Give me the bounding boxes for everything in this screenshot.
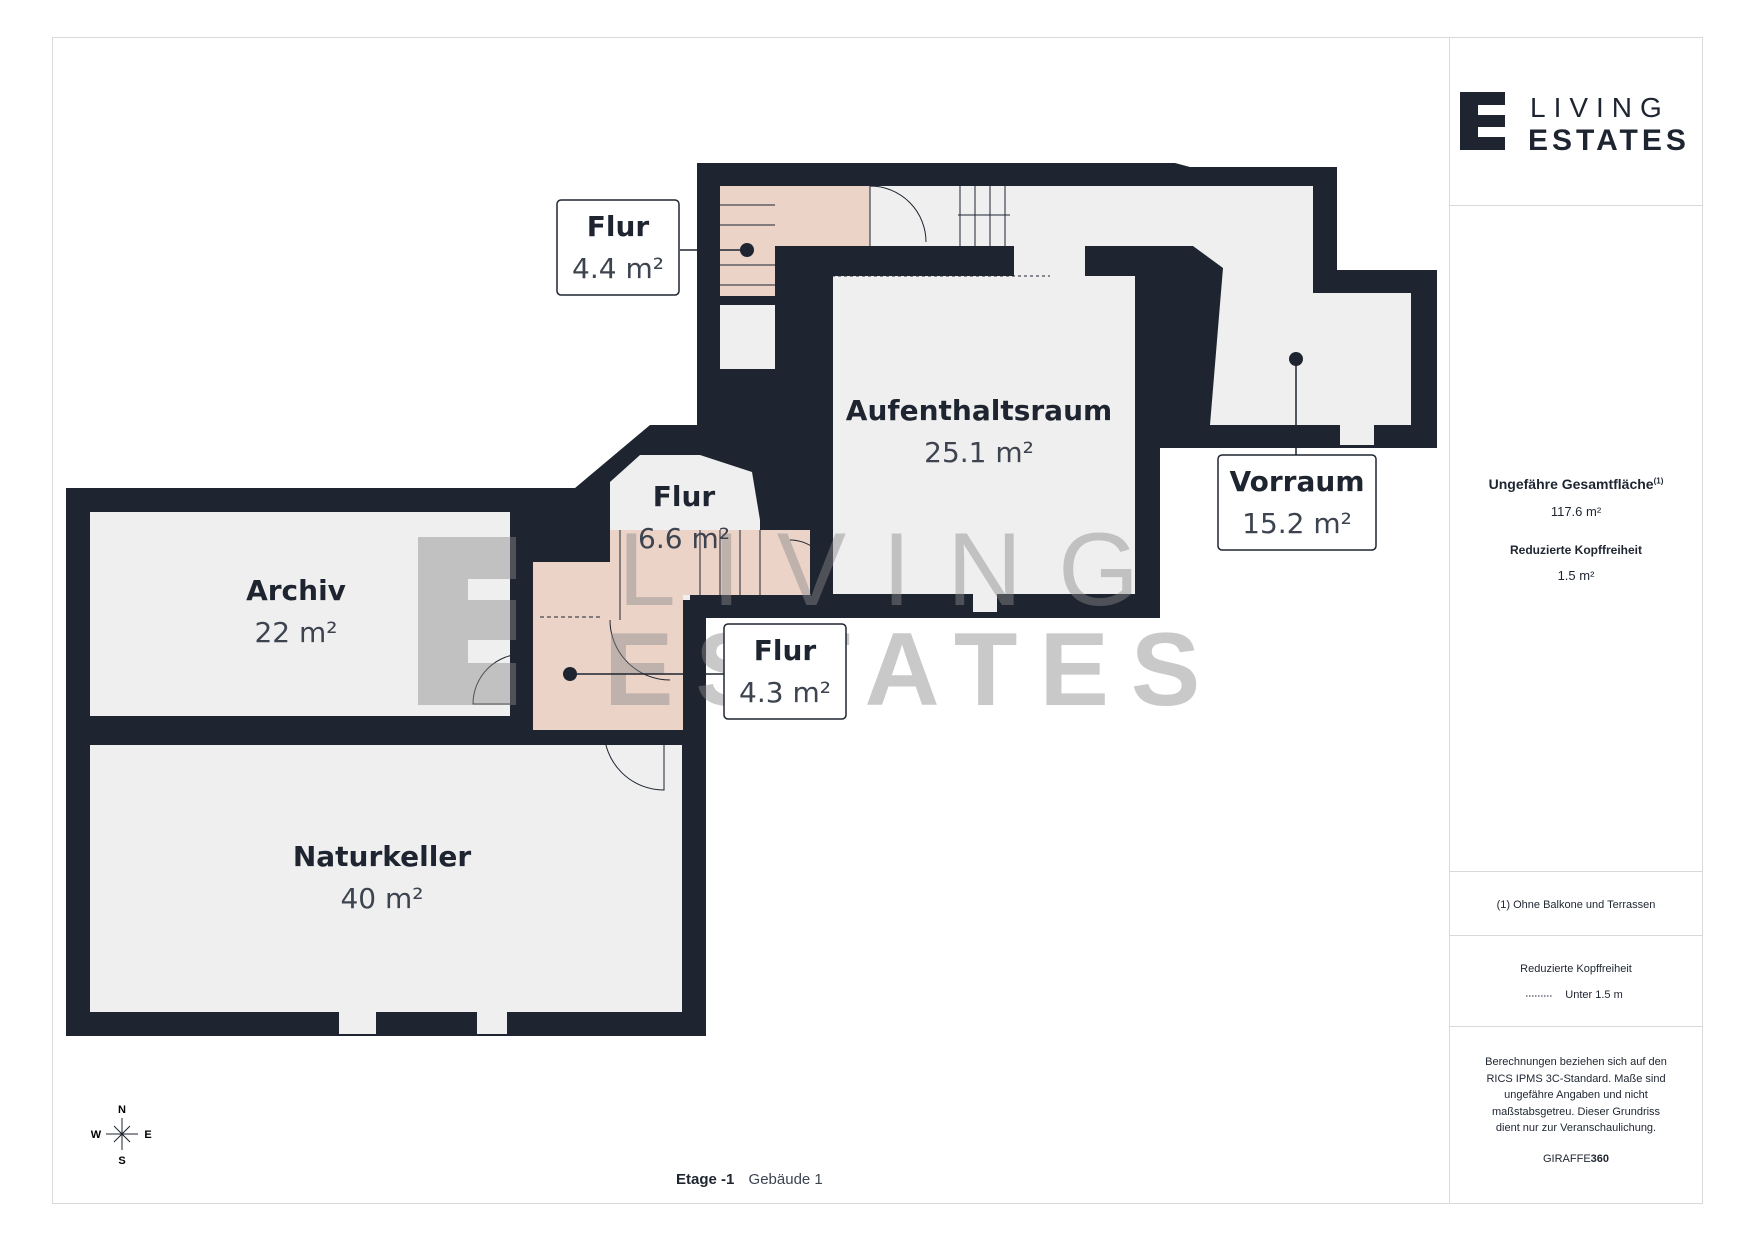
floor-flur-top-lower — [720, 305, 775, 369]
callout-box — [1217, 454, 1377, 551]
room-area: 40 m² — [340, 882, 423, 915]
room-name: Archiv — [246, 574, 346, 607]
brand-logo: LIVING ESTATES — [1460, 92, 1690, 157]
floor-naturkeller — [90, 745, 682, 1012]
room-naturkeller: Naturkeller 40 m² — [293, 840, 472, 915]
room-name: Vorraum — [1230, 465, 1365, 498]
callout-flur-top: Flur 4.4 m² — [556, 199, 754, 296]
room-area: 22 m² — [254, 616, 337, 649]
door-step — [973, 594, 997, 612]
floor-label: Etage -1 — [676, 1171, 735, 1188]
total-area-value: 117.6 m² — [1550, 504, 1602, 519]
watermark: LIVING ESTATES — [418, 512, 1222, 728]
compass-icon: N S E W — [91, 1104, 152, 1167]
room-name: Flur — [653, 480, 716, 513]
room-area: 4.4 m² — [572, 252, 664, 285]
legend-item: Unter 1.5 m — [1565, 989, 1623, 1001]
floors — [90, 186, 1411, 1034]
info-panel — [1449, 37, 1703, 1204]
total-area-label: Ungefähre Gesamtfläche(1) — [1488, 476, 1664, 492]
building-label: Gebäude 1 — [748, 1171, 823, 1188]
room-archiv: Archiv 22 m² — [246, 574, 346, 649]
watermark-line2: ESTATES — [604, 612, 1222, 728]
floor-archiv — [90, 512, 510, 716]
callout-dot — [1289, 352, 1303, 366]
logo-mark-icon — [1460, 92, 1478, 150]
panel-divider — [1449, 871, 1703, 872]
room-area: 6.6 m² — [638, 522, 730, 555]
drawing-frame — [52, 37, 1703, 1204]
stair-upper — [720, 186, 870, 246]
floor-aufenthaltsraum — [833, 276, 1135, 594]
stair-lower — [533, 562, 683, 730]
room-area: 4.3 m² — [739, 676, 831, 709]
room-area: 15.2 m² — [1242, 507, 1352, 540]
room-name: Aufenthaltsraum — [846, 394, 1112, 427]
window — [477, 1012, 507, 1034]
room-flur-mid: Flur 6.6 m² — [638, 480, 730, 555]
svg-text:S: S — [118, 1155, 125, 1167]
panel-divider — [1449, 935, 1703, 936]
stair-lower-step — [600, 715, 680, 730]
legend-title: Reduzierte Kopffreiheit — [1520, 963, 1632, 975]
line-details — [472, 185, 1050, 791]
svg-text:E: E — [144, 1129, 151, 1141]
callout-box — [556, 199, 680, 296]
callout-dot — [740, 243, 754, 257]
floor-vorraum — [720, 186, 1411, 425]
watermark-line1: LIVING — [618, 512, 1175, 628]
room-aufenthaltsraum: Aufenthaltsraum 25.1 m² — [846, 394, 1112, 469]
svg-text:W: W — [91, 1129, 102, 1141]
panel-divider — [1449, 1026, 1703, 1027]
room-name: Naturkeller — [293, 840, 472, 873]
watermark-logo-mark — [418, 537, 468, 705]
callout-vorraum: Vorraum 15.2 m² — [1217, 352, 1377, 551]
room-name: Flur — [754, 634, 817, 667]
callout-dot — [563, 667, 577, 681]
callout-box — [723, 623, 847, 720]
panel-divider — [1449, 205, 1703, 206]
credit: GIRAFFE360 — [1542, 1153, 1610, 1165]
stair-areas — [533, 186, 870, 730]
floor-caption: Etage -1 Gebäude 1 — [676, 1171, 823, 1188]
door-step — [1340, 425, 1374, 445]
logo-line2: ESTATES — [1528, 124, 1690, 157]
callout-flur-low: Flur 4.3 m² — [563, 623, 847, 720]
svg-text:N: N — [118, 1104, 126, 1116]
footnote: (1) Ohne Balkone und Terrassen — [1496, 899, 1656, 911]
window — [339, 1012, 376, 1034]
logo-line1: LIVING — [1530, 92, 1670, 123]
disclaimer: Berechnungen beziehen sich auf den RICS … — [1485, 1056, 1667, 1134]
room-area: 25.1 m² — [924, 436, 1034, 469]
room-name: Flur — [587, 210, 650, 243]
reduced-headroom-value: 1.5 m² — [1557, 568, 1595, 583]
reduced-headroom-label: Reduzierte Kopffreiheit — [1509, 543, 1642, 557]
